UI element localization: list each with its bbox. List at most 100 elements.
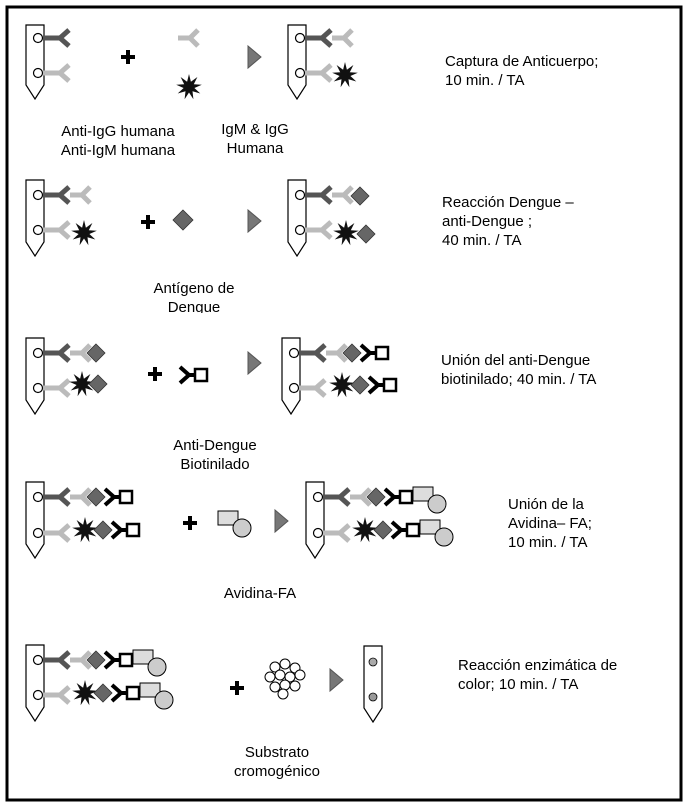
anti-igg-capture xyxy=(32,28,71,48)
step-1-description: Captura de Anticuerpo; 10 min. / TA xyxy=(445,53,599,89)
anti-igm-capture xyxy=(288,378,327,398)
capture-antibody xyxy=(305,28,333,48)
igm-antibody xyxy=(71,220,97,246)
substrate-molecule xyxy=(289,680,301,692)
plus-sign xyxy=(183,516,197,530)
arrow xyxy=(247,44,262,70)
substrate-molecule xyxy=(277,688,289,700)
solid-phase-bead xyxy=(288,347,300,359)
avidin-fa xyxy=(132,649,167,677)
bound-igg xyxy=(332,185,354,205)
substrate-molecule xyxy=(274,669,286,681)
capture-antibody xyxy=(43,185,71,205)
dengue-antigen xyxy=(86,650,106,670)
biotin-conjugate xyxy=(110,683,141,703)
substrate-molecule xyxy=(269,681,281,693)
anti-igm-capture xyxy=(294,220,333,240)
anti-igm-capture xyxy=(32,378,71,398)
substrate-molecule xyxy=(279,679,291,691)
substrate-molecule xyxy=(269,661,281,673)
igm-antibody xyxy=(329,372,355,398)
solid-phase-bead xyxy=(32,32,44,44)
step-4-description: Unión de la Avidina– FA; 10 min. / TA xyxy=(508,496,592,551)
enzyme-circle xyxy=(232,518,252,538)
arrow xyxy=(274,508,289,534)
biotin-arm xyxy=(103,487,120,507)
enzyme-circle xyxy=(427,494,447,514)
arrow xyxy=(329,667,344,693)
igm-antibody xyxy=(69,371,95,397)
well-strip xyxy=(363,645,383,724)
capture-antibody xyxy=(43,685,71,705)
biotin-tag xyxy=(382,377,398,393)
igm-antibody xyxy=(332,62,358,88)
bound-igg xyxy=(326,343,348,363)
biotin-conjugate xyxy=(110,520,141,540)
dengue-antigen xyxy=(356,224,376,244)
enzyme-circle xyxy=(434,527,454,547)
well-body xyxy=(287,24,307,101)
capture-antibody xyxy=(43,220,71,240)
capture-antibody xyxy=(305,220,333,240)
biotin-conjugate xyxy=(103,650,134,670)
bound-igg xyxy=(350,487,372,507)
anti-igg-capture xyxy=(288,343,327,363)
biotin-tag xyxy=(398,489,414,505)
capture-antibody xyxy=(43,487,71,507)
bound-igg xyxy=(70,650,92,670)
anti-igg-capture xyxy=(294,185,333,205)
step-5-description: Reacción enzimática de color; 10 min. / … xyxy=(458,657,618,693)
anti-igm-capture xyxy=(32,220,71,240)
biotin-tag xyxy=(118,652,134,668)
substrate-molecule xyxy=(264,671,276,683)
biotin-conjugate xyxy=(390,520,421,540)
capture-antibody xyxy=(43,378,71,398)
anti-igg-capture xyxy=(312,487,351,507)
solid-phase-bead xyxy=(294,67,306,79)
capture-antibody xyxy=(299,378,327,398)
avidin-box xyxy=(419,519,441,535)
solid-phase-bead xyxy=(32,654,44,666)
solid-phase-bead xyxy=(32,491,44,503)
capture-antibody xyxy=(299,343,327,363)
anti-igm-capture xyxy=(294,63,333,83)
avidin-box xyxy=(217,510,239,526)
solid-phase-bead xyxy=(312,527,324,539)
colored-product xyxy=(368,692,378,702)
dengue-antigen xyxy=(93,520,113,540)
biotin-arm xyxy=(110,520,127,540)
avidin-box xyxy=(132,649,154,665)
enzyme-circle xyxy=(147,657,167,677)
igm-antibody xyxy=(352,517,378,543)
dengue-antigen xyxy=(350,186,370,206)
anti-igg-capture xyxy=(32,185,71,205)
biotin-tag xyxy=(374,345,390,361)
step-1-label-igm-igg: IgM & IgG Humana xyxy=(221,121,289,157)
biotin-arm xyxy=(383,487,400,507)
capture-antibody xyxy=(43,650,71,670)
solid-phase-bead xyxy=(288,382,300,394)
plus-sign xyxy=(141,215,155,229)
biotin-arm xyxy=(103,650,120,670)
bound-igg xyxy=(332,28,354,48)
capture-antibody xyxy=(43,28,71,48)
bound-igg xyxy=(70,343,92,363)
solid-phase-bead xyxy=(32,189,44,201)
biotin-arm xyxy=(390,520,407,540)
dengue-antigen xyxy=(86,343,106,363)
igm-antibody xyxy=(72,680,98,706)
igm-antibody xyxy=(176,74,202,100)
biotin-conjugate xyxy=(103,487,134,507)
step-2-description: Reacción Dengue – anti-Dengue ; 40 min. … xyxy=(442,194,574,249)
anti-igg-capture xyxy=(32,650,71,670)
substrate-molecule xyxy=(279,658,291,670)
biotin-tag xyxy=(125,685,141,701)
dengue-antigen xyxy=(93,683,113,703)
anti-igg-capture xyxy=(32,487,71,507)
plus-sign xyxy=(230,681,244,695)
anti-igm-capture xyxy=(32,63,71,83)
biotin-arm xyxy=(110,683,127,703)
solid-phase-bead xyxy=(312,491,324,503)
anti-igm-capture xyxy=(312,523,351,543)
